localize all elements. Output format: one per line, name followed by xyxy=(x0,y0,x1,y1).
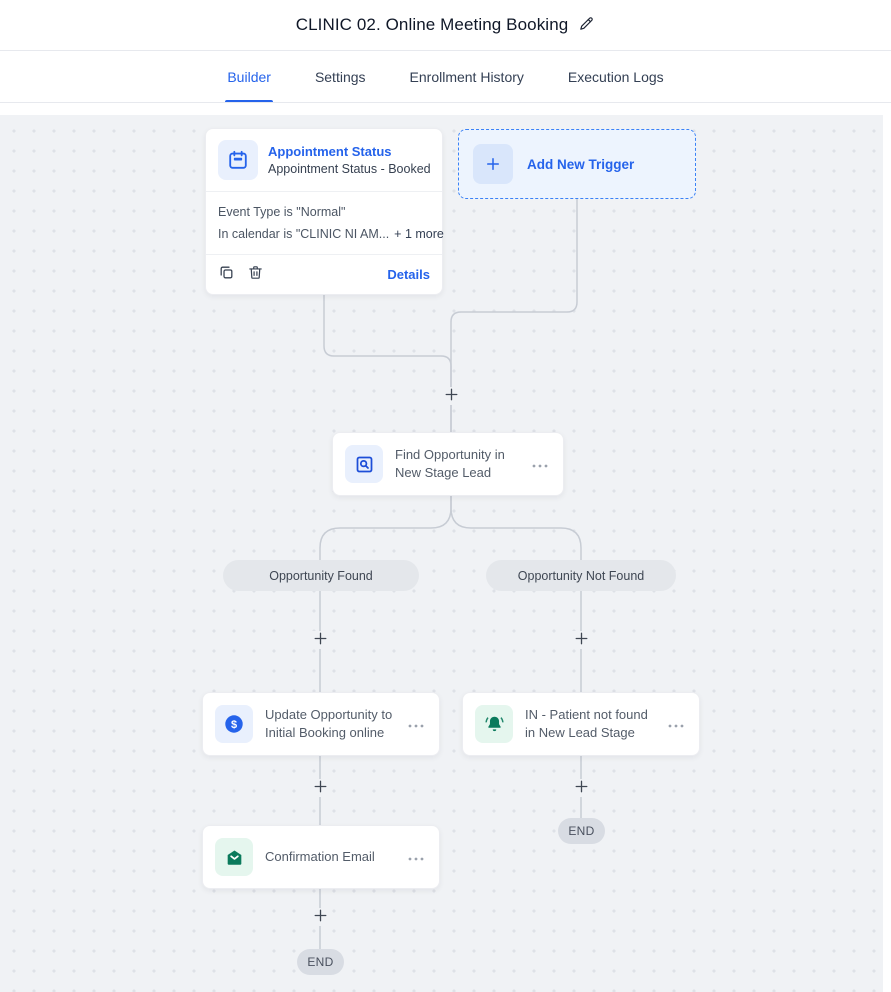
ellipsis-icon xyxy=(667,717,685,732)
tab-builder[interactable]: Builder xyxy=(225,51,273,102)
workflow-tabbar: Builder Settings Enrollment History Exec… xyxy=(0,51,891,103)
node-menu-button[interactable] xyxy=(405,715,427,734)
add-step-button[interactable] xyxy=(572,779,590,797)
branch-label-opportunity-not-found: Opportunity Not Found xyxy=(486,560,676,591)
svg-text:$: $ xyxy=(231,719,237,731)
add-step-button[interactable] xyxy=(311,631,329,649)
plus-icon xyxy=(575,780,588,796)
trigger-subtitle: Appointment Status - Booked... xyxy=(268,162,430,176)
calendar-icon xyxy=(218,140,258,180)
add-step-button[interactable] xyxy=(572,631,590,649)
bell-icon xyxy=(475,705,513,743)
ellipsis-icon xyxy=(531,457,549,472)
node-label: Confirmation Email xyxy=(265,849,375,865)
node-label: IN - Patient not found in New Lead Stage xyxy=(525,707,648,740)
tab-execution-logs[interactable]: Execution Logs xyxy=(568,51,664,102)
trigger-card-footer: Details xyxy=(206,255,442,294)
trigger-condition-1: Event Type is "Normal" xyxy=(218,205,346,219)
node-update-opportunity[interactable]: $ Update Opportunity to Initial Booking … xyxy=(202,692,440,756)
canvas-scrollbar-track[interactable] xyxy=(883,115,891,992)
delete-trigger-button[interactable] xyxy=(247,264,264,284)
header-gap xyxy=(0,103,891,115)
plus-icon xyxy=(314,780,327,796)
copy-icon xyxy=(218,264,235,284)
add-new-trigger-button[interactable]: Add New Trigger xyxy=(458,129,696,199)
tab-settings[interactable]: Settings xyxy=(315,51,366,102)
edit-title-button[interactable] xyxy=(578,15,595,35)
node-label: Find Opportunity in New Stage Lead xyxy=(395,447,505,480)
connector-lines xyxy=(319,199,582,949)
ellipsis-icon xyxy=(407,850,425,865)
plus-icon xyxy=(473,144,513,184)
node-confirmation-email[interactable]: Confirmation Email xyxy=(202,825,440,889)
node-label: Update Opportunity to Initial Booking on… xyxy=(265,707,393,740)
end-badge: END xyxy=(558,818,605,844)
add-step-button[interactable] xyxy=(311,908,329,926)
trigger-title: Appointment Status xyxy=(268,144,392,159)
trigger-details-link[interactable]: Details xyxy=(387,266,430,282)
find-opportunity-icon xyxy=(345,445,383,483)
ellipsis-icon xyxy=(407,717,425,732)
email-icon xyxy=(215,838,253,876)
duplicate-trigger-button[interactable] xyxy=(218,264,235,284)
workflow-title: CLINIC 02. Online Meeting Booking xyxy=(295,15,569,34)
trigger-conditions: Event Type is "Normal" In calendar is "C… xyxy=(206,191,444,255)
trigger-card-appointment-status[interactable]: Appointment Status Appointment Status - … xyxy=(205,128,444,295)
more-conditions-badge: + 1 more xyxy=(394,227,444,241)
pencil-icon xyxy=(578,15,595,35)
tab-enrollment-history[interactable]: Enrollment History xyxy=(410,51,524,102)
plus-icon xyxy=(314,909,327,925)
opportunity-dollar-icon: $ xyxy=(215,705,253,743)
workflow-canvas[interactable]: Appointment Status Appointment Status - … xyxy=(0,115,891,992)
node-menu-button[interactable] xyxy=(405,848,427,867)
plus-icon xyxy=(314,632,327,648)
trigger-condition-2: In calendar is "CLINIC NI AM...+ 1 more xyxy=(218,227,444,241)
trigger-card-titles: Appointment Status Appointment Status - … xyxy=(268,144,430,176)
trash-icon xyxy=(247,264,264,284)
branch-label-opportunity-found: Opportunity Found xyxy=(223,560,419,591)
end-badge: END xyxy=(297,949,344,975)
add-step-button[interactable] xyxy=(311,779,329,797)
node-menu-button[interactable] xyxy=(529,455,551,474)
plus-icon xyxy=(575,632,588,648)
trigger-card-header: Appointment Status Appointment Status - … xyxy=(206,129,442,191)
add-step-button[interactable] xyxy=(442,387,460,405)
plus-icon xyxy=(445,388,458,404)
node-find-opportunity[interactable]: Find Opportunity in New Stage Lead xyxy=(332,432,564,496)
add-new-trigger-label: Add New Trigger xyxy=(527,156,635,172)
node-menu-button[interactable] xyxy=(665,715,687,734)
node-internal-notification[interactable]: IN - Patient not found in New Lead Stage xyxy=(462,692,700,756)
workflow-titlebar: CLINIC 02. Online Meeting Booking xyxy=(0,0,891,51)
